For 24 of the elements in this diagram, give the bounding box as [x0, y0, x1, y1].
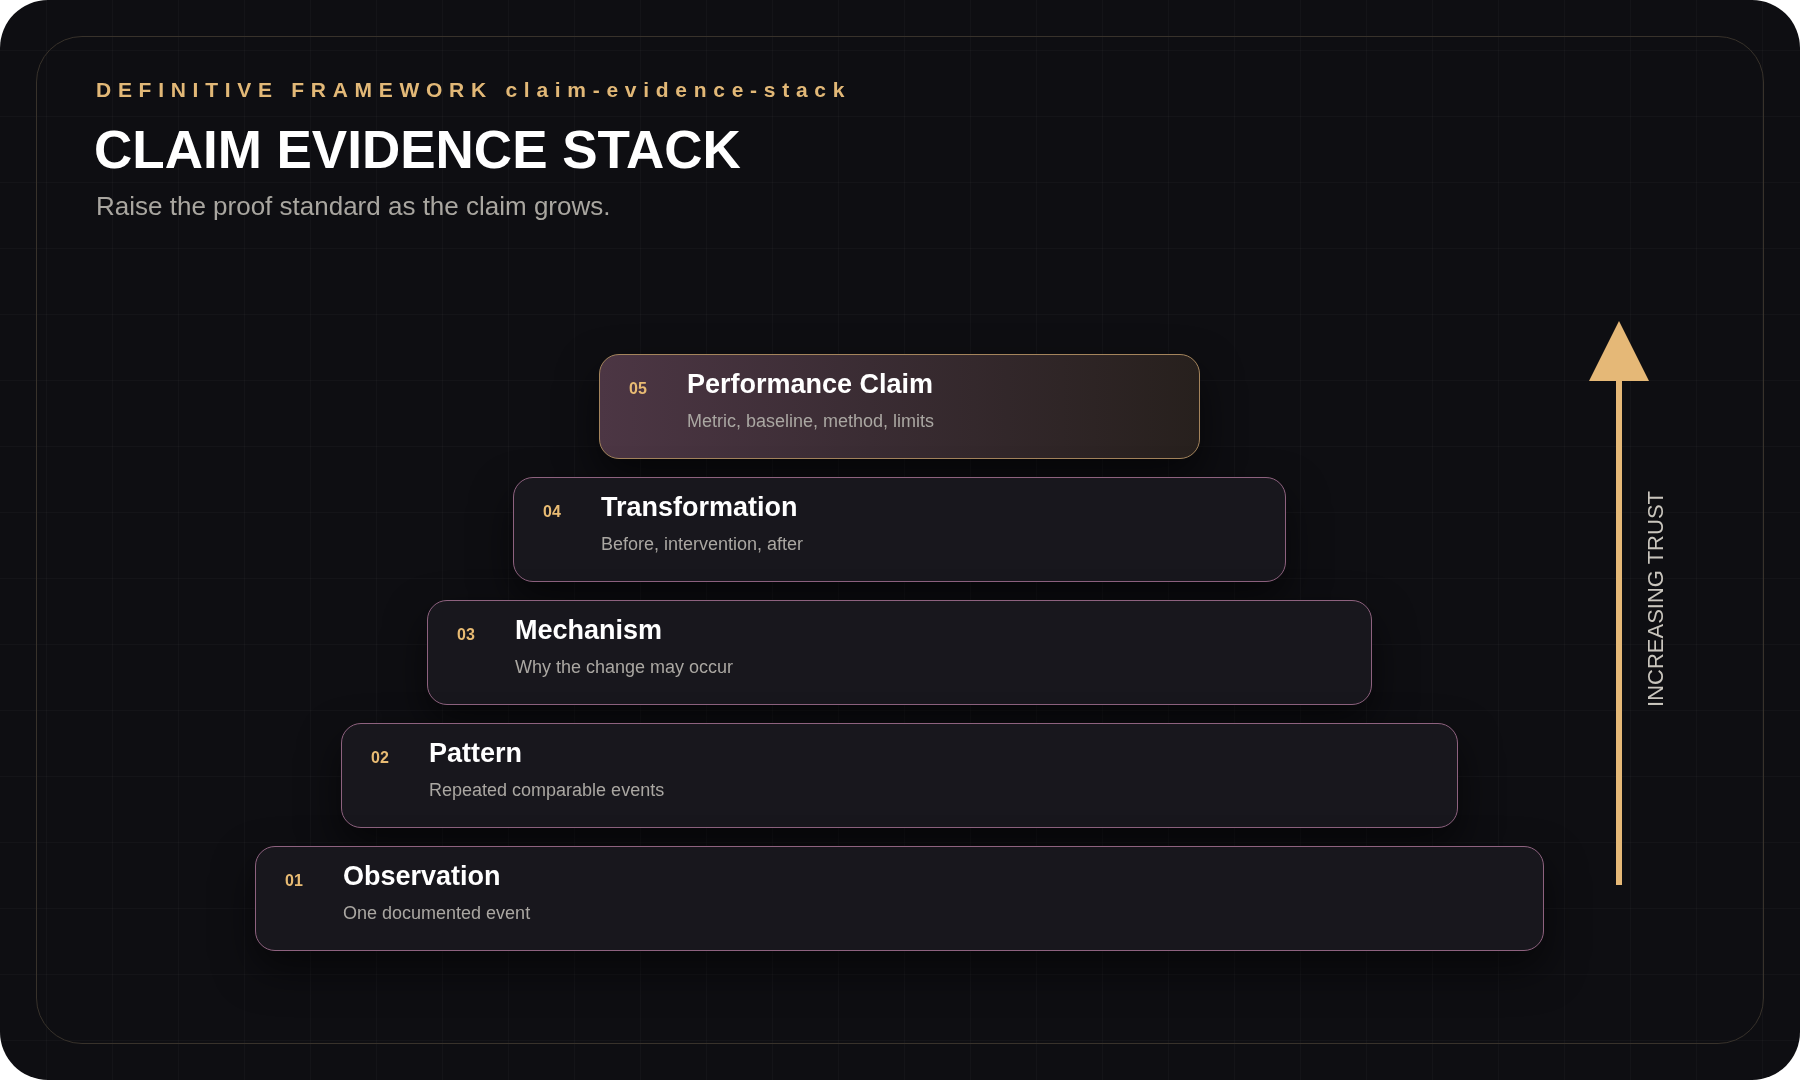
- subtitle-text: Raise the proof standard as the claim grows.: [96, 191, 611, 222]
- step-description: One documented event: [343, 902, 531, 925]
- step-number: 04: [543, 502, 561, 522]
- step-title: Observation: [343, 860, 501, 893]
- step-number: 02: [371, 748, 389, 768]
- step-description: Metric, baseline, method, limits: [687, 410, 935, 433]
- kicker-text: DEFINITIVE FRAMEWORK claim-evidence-stack: [96, 78, 852, 102]
- step-box: [255, 846, 1544, 951]
- step-number: 05: [629, 379, 647, 399]
- step-description: Before, intervention, after: [601, 533, 804, 556]
- direction-label: INCREASING TRUST: [1644, 491, 1669, 707]
- step-title: Mechanism: [515, 614, 663, 647]
- title-text: CLAIM EVIDENCE STACK: [94, 120, 741, 181]
- step-box: [513, 477, 1286, 582]
- step-description: Why the change may occur: [515, 656, 734, 679]
- step-box: [427, 600, 1372, 705]
- step-title: Transformation: [601, 491, 798, 524]
- step-number: 03: [457, 625, 475, 645]
- step-title: Pattern: [429, 737, 523, 770]
- step-box: [341, 723, 1458, 828]
- step-number: 01: [285, 871, 303, 891]
- step-description: Repeated comparable events: [429, 779, 665, 802]
- step-box: [599, 354, 1200, 459]
- step-title: Performance Claim: [687, 368, 934, 401]
